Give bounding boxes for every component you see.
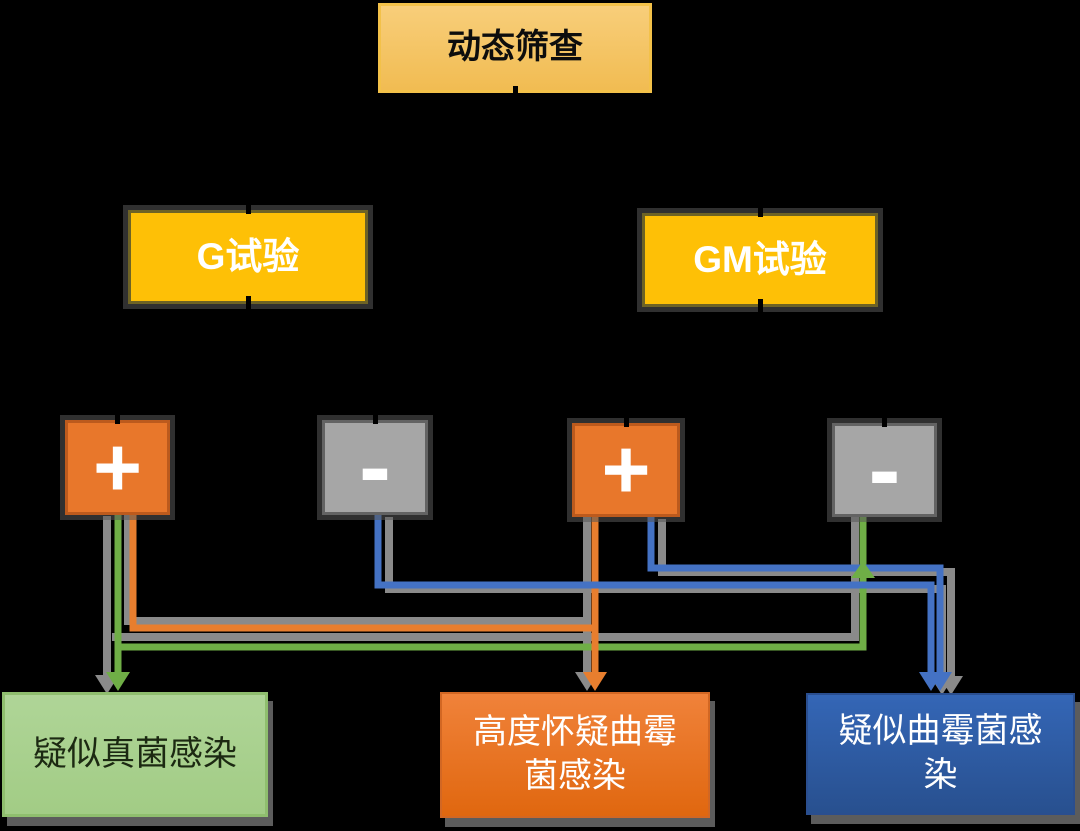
node-g-test-positive: + <box>65 420 170 515</box>
node-result-highly-suspected-aspergillus-infection: 高度怀疑曲霉菌感染 <box>440 692 710 818</box>
node-result-suspected-fungal-infection: 疑似真菌感染 <box>2 692 268 817</box>
connector-stub <box>624 411 629 427</box>
node-dynamic-screening-label: 动态筛查 <box>447 28 583 67</box>
connector-stub <box>373 408 378 424</box>
node-gm-test-label: GM试验 <box>693 239 827 281</box>
connector-stub <box>246 198 251 214</box>
connector-stub <box>882 411 887 427</box>
node-result-highly-suspected-aspergillus-infection-label: 高度怀疑曲霉菌感染 <box>473 713 677 795</box>
node-g-test-negative: - <box>322 413 428 521</box>
node-g-test: G试验 <box>128 210 368 304</box>
node-g-test-negative-label: - <box>359 413 391 521</box>
node-result-suspected-aspergillus-infection: 疑似曲霉菌感染 <box>806 693 1075 815</box>
node-dynamic-screening: 动态筛查 <box>378 3 652 93</box>
connector-stub <box>513 86 518 102</box>
connector-stub <box>246 296 251 312</box>
connector-stub <box>758 201 763 217</box>
node-g-test-positive-label: + <box>92 419 143 514</box>
connector-stub <box>758 299 763 315</box>
node-gm-test-positive: + <box>572 423 680 517</box>
connector-stub <box>115 408 120 424</box>
node-gm-test-positive-label: + <box>601 422 651 517</box>
node-result-suspected-aspergillus-infection-label: 疑似曲霉菌感染 <box>838 712 1043 794</box>
node-g-test-label: G试验 <box>196 236 300 278</box>
node-gm-test-negative-label: - <box>868 415 901 523</box>
node-result-suspected-fungal-infection-label: 疑似真菌感染 <box>33 734 237 773</box>
